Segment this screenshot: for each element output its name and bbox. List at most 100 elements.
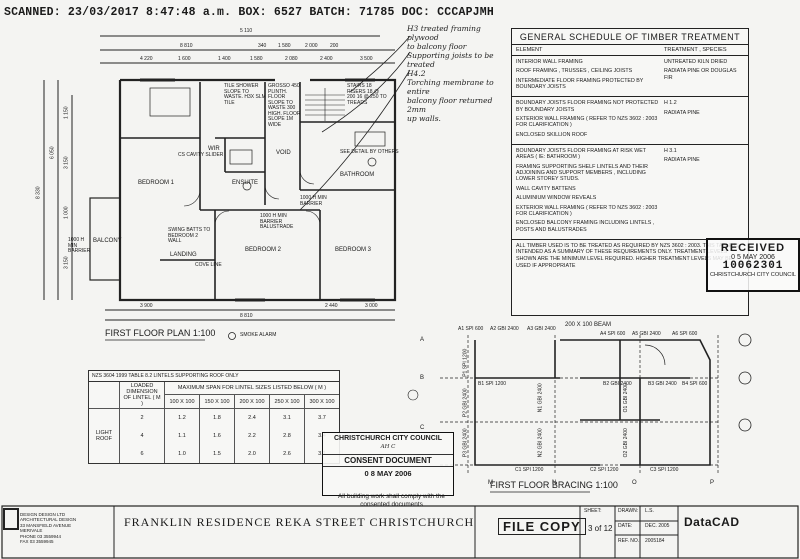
dim-top-b: 340 [258,43,267,49]
grid-row-c: C [420,425,425,431]
hand-line-2: to balcony floor [407,42,467,51]
consent-title: CONSENT DOCUMENT [323,453,453,467]
room-void: VOID [276,150,291,156]
plan-title: FIRST FLOOR PLAN 1:100 [105,328,216,338]
grid-col-o: O [632,480,637,486]
note-barrier: 1000 H MIN BARRIER [300,195,327,207]
date-value: DEC. 2005 [645,523,670,529]
dim-left-e: 1 000 [63,206,70,220]
dim-top-d: 2 000 [305,43,318,49]
schedule-element: ENCLOSED BALCONY FRAMING INCLUDING LINTE… [516,220,655,233]
company-info: DESIGN DESIGN LTD ARCHITECTURAL DESIGN 3… [20,512,90,544]
schedule-header: ELEMENT TREATMENT , SPECIES [512,45,748,56]
lintel-size: 150 X 100 [199,394,235,409]
dim-top2-d: 1 580 [250,56,263,62]
sheet-label: SHEET: [584,508,602,514]
lintel-table: NZS 3604 1999 TABLE 8.2 LINTELS SUPPORTI… [88,370,340,464]
dim-top-c: 1 580 [278,43,291,49]
bracing-title: FIRST FLOOR BRACING 1:100 [490,480,618,490]
dim-bottom-a: 3 900 [140,303,153,309]
brace-b1: B1 SPI 1200 [478,381,507,387]
received-number: 10062301 [722,260,784,272]
schedule-title: GENERAL SCHEDULE OF TIMBER TREATMENT [512,29,748,45]
schedule-treatment: RADIATA PINE OR DOUGLAS FIR [664,68,737,81]
note-grosso: GROSSO 450 PLINTH. FLOOR SLOPE TO WASTE … [268,83,301,128]
room-landing: LANDING [170,252,197,258]
dim-left-b: 6 050 [49,146,56,160]
brace-a1: A1 SPI 600 [458,326,484,332]
note-balcony-barrier: 1000 H MIN BARRIER [68,237,91,254]
brace-n2: N2 GBI 2400 [537,428,544,458]
consent-stamp: CHRISTCHURCH CITY COUNCIL AH C CONSENT D… [322,432,454,496]
note-handrail: 1000 H MIN BARRIER BALUSTRADE [260,213,294,230]
note-swing: SWING BATTS TO BEDROOM 2 WALL [168,227,211,244]
room-wir: WIR [208,146,220,152]
hand-line-7: up walls. [407,114,441,123]
schedule-treatment: RADIATA PINE [664,157,700,164]
brace-p3: P3 GBI 2400 [462,428,469,458]
dim-bottom-b: 8 810 [240,313,253,319]
room-bedroom-2: BEDROOM 2 [245,247,282,253]
schedule-element: BOUNDARY JOISTS FLOOR FRAMING AT RISK WE… [516,148,646,161]
lintel-size: 300 X 100 [304,394,339,409]
shower [229,149,253,165]
consent-council: CHRISTCHURCH CITY COUNCIL [334,435,442,442]
brace-a3: A3 GBI 2400 [527,326,556,332]
brace-a5: A5 GBI 2400 [632,331,661,337]
consent-date: 0 8 MAY 2006 [364,468,412,478]
brace-c3: C3 SPI 1200 [650,467,679,473]
company-line: FAX 03 3559945 [20,538,54,544]
ref-value: 2005184 [645,538,665,544]
lintel-cell: 1.0 [164,445,200,463]
note-cs-cavity: CS CAVITY SLIDER [178,152,224,158]
lintel-cell: 1.2 [164,408,200,427]
drawn-label: DRAWN: [618,508,639,514]
lintel-row-label: LIGHT ROOF [95,430,113,442]
schedule-treatment: H 3.1 [664,148,677,155]
received-stamp: RECEIVED 0 5 MAY 2006 10062301 CHRISTCHU… [706,238,800,292]
grid-row-a: A [420,337,425,343]
schedule-element: ENCLOSED SKILLION ROOF [516,131,588,138]
lintel-cell: 1.6 [199,427,235,445]
drawn-value: L.S. [645,508,654,514]
note-stair-detail: SEE DETAIL BY OTHERS [340,149,399,155]
note-tile: TILE SHOWER SLOPE TO WASTE. H3X SLM TILE [224,83,266,106]
bath [354,131,386,147]
room-balcony: BALCONY [93,238,122,244]
table-row: LIGHT ROOF 2 1.2 1.8 2.4 3.1 3.7 [89,408,339,442]
schedule-element: ROOF FRAMING , TRUSSES , CEILING JOISTS [516,68,633,75]
schedule-group-1: INTERIOR WALL FRAMING ROOF FRAMING , TRU… [512,56,748,98]
lintel-col-loaded: LOADED DIMENSION OF LINTEL ( M ) [119,382,165,409]
brace-a6: A6 SPI 600 [672,331,698,337]
schedule-element: INTERIOR WALL FRAMING [516,59,583,65]
dim-top2-g: 3 500 [360,56,373,62]
lintel-size: 100 X 100 [164,394,200,409]
schedule-element: WALL CAVITY BATTENS [516,185,576,192]
brace-a2: A2 GBI 2400 [490,326,519,332]
lintel-cell: 2.8 [269,427,305,445]
lintel-cell: 2.6 [269,445,305,463]
table-row: 6 1.0 1.5 2.0 2.6 3.1 [89,445,339,463]
grid-col-m: M [488,480,493,486]
dim-top2-a: 4 220 [140,56,153,62]
brace-b2: B2 GBI 2400 [603,381,632,387]
brace-p2: P2 GBI 2400 [462,388,469,418]
scan-header: SCANNED: 23/03/2017 8:47:48 a.m. BOX: 65… [4,6,494,19]
dim-bottom-c: 2 440 [325,303,338,309]
room-ensuite: ENSUITE [232,180,259,186]
dim-top2-e: 2 080 [285,56,298,62]
schedule-element: BOUNDARY JOISTS FLOOR FRAMING NOT PROTEC… [516,100,659,113]
schedule-group-2: BOUNDARY JOISTS FLOOR FRAMING NOT PROTEC… [512,97,748,146]
dim-left-c: 1 150 [63,106,70,120]
hand-line-6: balcony floor returned 2mm [407,96,493,114]
lintel-cell: 3.7 [304,408,339,427]
brace-c1: C1 SPI 1200 [515,467,544,473]
brace-p1: P1 SPI 1200 [462,348,469,377]
consent-note: All building work shall comply with the … [338,493,445,508]
balcony-outline [89,197,121,281]
schedule-treatment: H 1.2 [664,100,677,107]
brace-o1: O1 GBI 2400 [622,383,629,413]
dim-top-overall: 5 110 [240,28,253,34]
lintel-cell: 1.8 [199,408,235,427]
bracing-beam: 200 X 100 BEAM [565,322,612,328]
